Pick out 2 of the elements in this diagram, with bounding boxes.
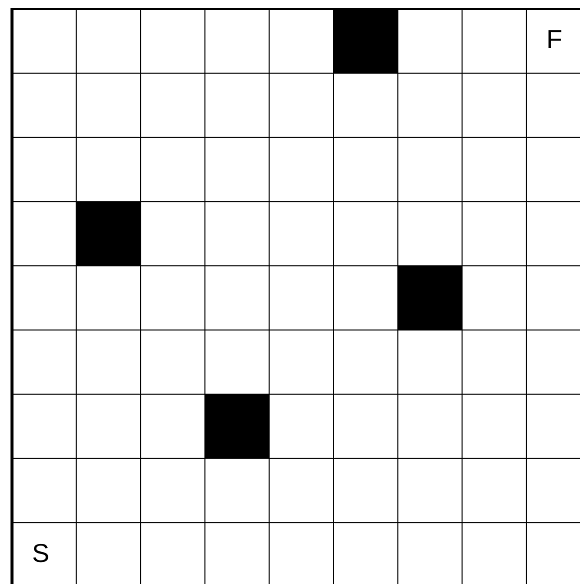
cell-label: S [32,538,50,568]
cell-label: F [546,24,562,54]
